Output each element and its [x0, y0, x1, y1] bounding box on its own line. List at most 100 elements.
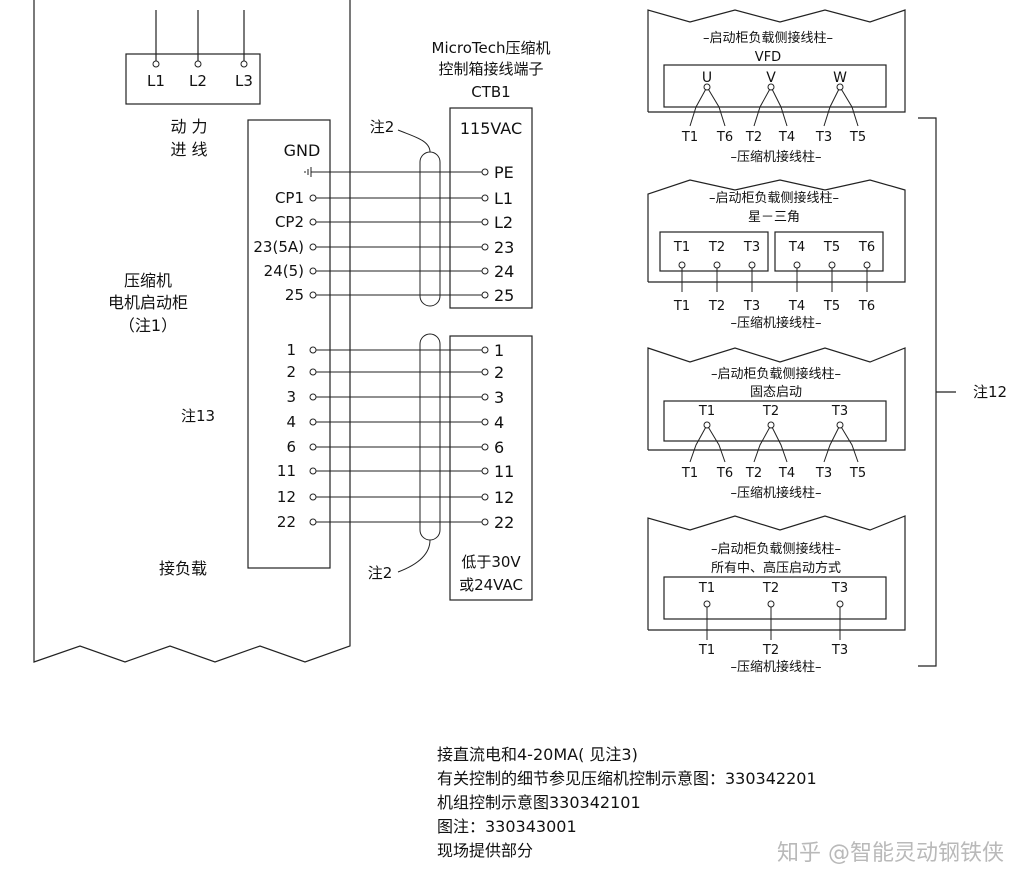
compressor-terminal-label: T6 [716, 466, 733, 481]
forked-lead [689, 86, 726, 127]
ctb-terminal-label: 12 [494, 488, 514, 507]
panel-subheader: VFD [755, 50, 781, 65]
load-terminal [703, 421, 711, 429]
ctb-voltage-high: 115VAC [460, 119, 522, 138]
compressor-terminal-label: T1 [681, 130, 698, 145]
starter-terminal-label: 6 [286, 438, 296, 456]
panel-header: –启动柜负载侧接线柱– [711, 541, 841, 557]
load-terminal-label: T2 [762, 581, 779, 596]
load-terminal [767, 83, 775, 91]
panel-footer: –压缩机接线柱– [730, 659, 821, 675]
starter-cabinet: L1 L2 L3 动 力 进 线 压缩机 电机启动柜 （注1） 注13 接负载 … [33, 0, 351, 663]
power-terminal-label: L3 [235, 72, 253, 90]
forked-lead [823, 86, 859, 127]
starter-terminal-label: CP2 [275, 213, 304, 231]
ctb-terminal-block-low [449, 335, 533, 601]
note2-leader-top [397, 129, 431, 153]
compressor-terminal-label: T3 [815, 466, 832, 481]
starter-terminal-label: 12 [277, 488, 296, 506]
load-terminal [713, 261, 721, 269]
load-terminal-label: T1 [698, 581, 715, 596]
starter-terminal [309, 467, 317, 475]
shielded-cable-top [419, 151, 441, 307]
ctb-terminal [481, 218, 489, 226]
panel-header: –启动柜负载侧接线柱– [711, 366, 841, 382]
ctb-terminal-label: 11 [494, 462, 514, 481]
compressor-terminal-label: T2 [745, 466, 762, 481]
load-terminal-label: T3 [831, 581, 848, 596]
ctb-terminal-label: 25 [494, 286, 514, 305]
starter-terminal [309, 194, 317, 202]
load-terminal [793, 261, 801, 269]
panel-subheader: 星－三角 [748, 210, 800, 225]
ctb-terminal-label: PE [494, 163, 514, 182]
starter-terminal [309, 291, 317, 299]
starter-terminal [309, 368, 317, 376]
starter-terminal-label: 3 [286, 388, 296, 406]
load-terminal-box [663, 576, 887, 620]
starter-terminal-label: 25 [285, 286, 304, 304]
panel-header: –启动柜负载侧接线柱– [709, 190, 839, 206]
compressor-terminal-label: T3 [815, 130, 832, 145]
forked-lead [753, 424, 788, 463]
ctb-terminal [481, 194, 489, 202]
load-terminal [828, 261, 836, 269]
starter-terminal [309, 267, 317, 275]
note-line: 现场提供部分 [437, 841, 533, 860]
load-terminal-box [663, 400, 887, 442]
ctb-voltage-low: 或24VAC [459, 576, 523, 594]
note-line: 机组控制示意图330342101 [437, 793, 641, 812]
load-terminal [767, 600, 775, 608]
ctb-terminal-block-high [449, 107, 533, 309]
note-line: 有关控制的细节参见压缩机控制示意图：330342201 [437, 769, 817, 788]
starter-terminal [309, 518, 317, 526]
starter-terminal [309, 346, 317, 354]
note2-label-top: 注2 [370, 118, 395, 136]
compressor-terminal-label: T3 [831, 643, 848, 658]
starter-terminal-label: 11 [277, 462, 296, 480]
notes-block: 接直流电和4-20MA( 见注3) 有关控制的细节参见压缩机控制示意图：3303… [437, 745, 817, 860]
ctb-terminal-label: 6 [494, 438, 504, 457]
starter-terminal [309, 393, 317, 401]
ctb1-block: MicroTech压缩机 控制箱接线端子 CTB1 115VAC 低于30V 或… [311, 39, 550, 601]
compressor-terminal-label: T1 [681, 466, 698, 481]
load-terminal [678, 261, 686, 269]
panel-star-delta: –启动柜负载侧接线柱–星－三角T1T1T2T2T3T3T4T4T5T5T6T6–… [647, 179, 906, 331]
forked-lead [823, 424, 859, 463]
panel-outline [647, 9, 906, 113]
panel-footer: –压缩机接线柱– [730, 149, 821, 165]
power-terminal-l3 [240, 60, 248, 68]
load-terminal-label: T2 [762, 404, 779, 419]
load-terminal [703, 600, 711, 608]
load-terminal-label: T1 [673, 240, 690, 255]
power-terminal-box [125, 53, 261, 105]
starter-terminal-strip [247, 119, 331, 569]
compressor-terminal-label: T2 [745, 130, 762, 145]
ctb-terminal-label: 24 [494, 262, 514, 281]
load-terminal [767, 421, 775, 429]
starter-cabinet-outline [33, 0, 351, 663]
ctb-terminal [481, 291, 489, 299]
load-terminal-label: T1 [698, 404, 715, 419]
ctb-terminal [481, 418, 489, 426]
ctb-title: CTB1 [471, 83, 510, 101]
load-terminal [836, 83, 844, 91]
panel-footer: –压缩机接线柱– [730, 315, 821, 331]
compressor-terminal-label: T1 [698, 643, 715, 658]
load-terminal [836, 600, 844, 608]
compressor-terminal-label: T2 [762, 643, 779, 658]
load-terminal-box [663, 64, 887, 108]
power-terminal-label: L2 [189, 72, 207, 90]
power-terminal-l2 [194, 60, 202, 68]
ctb-terminal-label: L2 [494, 213, 513, 232]
load-terminal [863, 261, 871, 269]
compressor-terminal-label: T6 [858, 299, 875, 314]
compressor-terminal-label: T3 [743, 299, 760, 314]
starter-title: （注1） [119, 316, 177, 335]
compressor-terminal-label: T1 [673, 299, 690, 314]
ctb-terminal [481, 267, 489, 275]
starter-title: 压缩机 [124, 271, 172, 290]
ctb-terminal-label: 4 [494, 413, 504, 432]
load-label: 接负载 [159, 559, 207, 578]
watermark: 知乎 @智能灵动钢铁侠 [777, 841, 1004, 866]
